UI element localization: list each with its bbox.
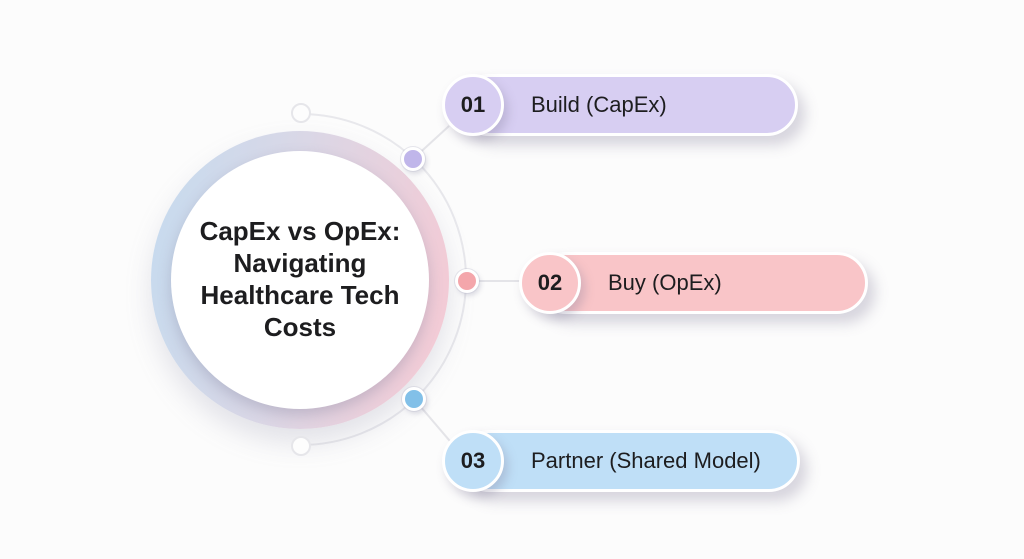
option-partner-pill: Partner (Shared Model) [458, 430, 800, 492]
option-partner-row: Partner (Shared Model) 03 [442, 430, 800, 492]
diagram-title: CapEx vs OpEx: Navigating Healthcare Tec… [199, 216, 401, 342]
arc-node-top-circle [291, 103, 311, 123]
option-buy-number: 02 [537, 270, 563, 295]
option-build-pill: Build (CapEx) [458, 74, 798, 136]
option-build-row: Build (CapEx) 01 [442, 74, 798, 136]
hub-gradient-ring: CapEx vs OpEx: Navigating Healthcare Tec… [151, 131, 449, 429]
arc-node-bottom-circle [291, 436, 311, 456]
option-partner-number-circle: 03 [442, 430, 504, 492]
option-build-number-circle: 01 [442, 74, 504, 136]
hub-circle: CapEx vs OpEx: Navigating Healthcare Tec… [171, 151, 429, 409]
buy-branch-dot [455, 269, 479, 293]
option-buy-pill: Buy (OpEx) [535, 252, 868, 314]
option-buy-number-circle: 02 [519, 252, 581, 314]
connector-line-buy [465, 280, 522, 282]
build-branch-dot [401, 147, 425, 171]
option-partner-number: 03 [460, 448, 486, 473]
option-buy-label: Buy (OpEx) [608, 270, 722, 295]
option-build-number: 01 [460, 92, 486, 117]
option-build-label: Build (CapEx) [531, 92, 667, 117]
partner-branch-dot [402, 387, 426, 411]
option-partner-label: Partner (Shared Model) [531, 448, 761, 473]
option-buy-row: Buy (OpEx) 02 [519, 252, 868, 314]
